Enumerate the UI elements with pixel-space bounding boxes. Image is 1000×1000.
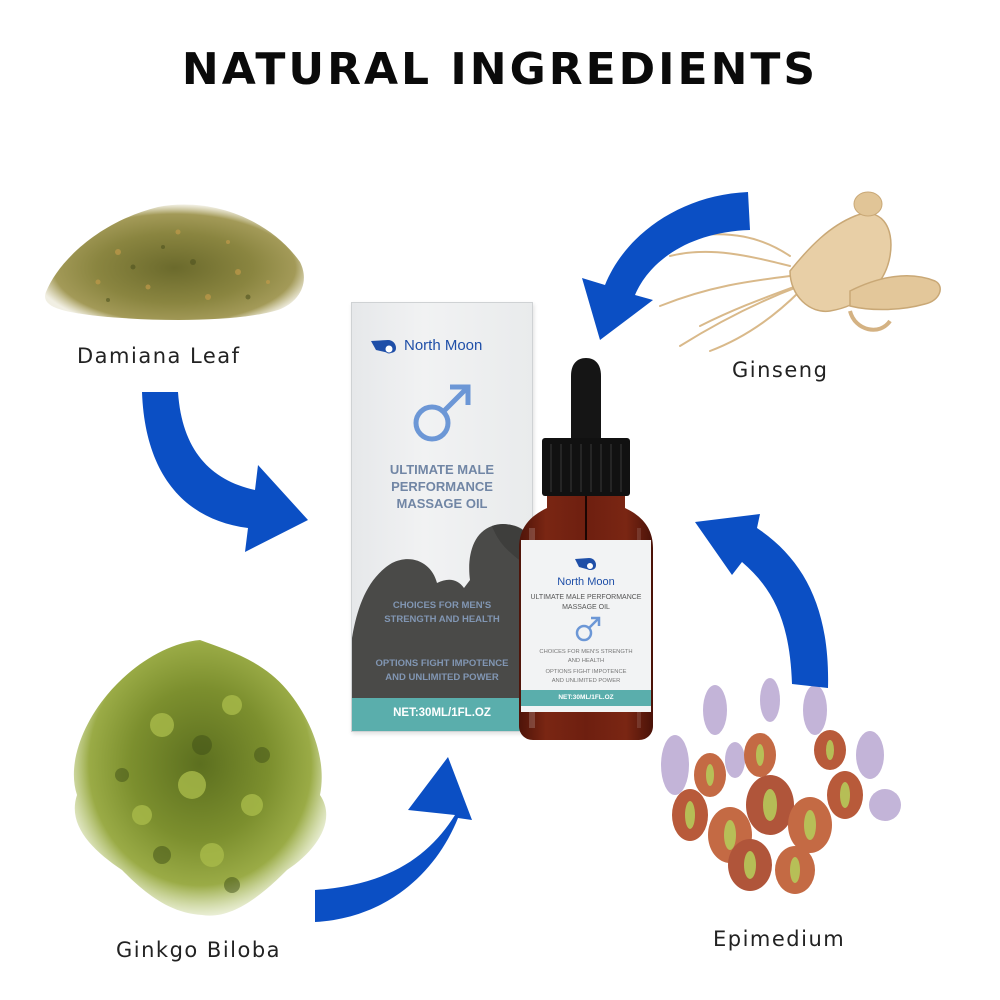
cannon-logo-icon: [371, 339, 396, 353]
bottle-tagline-1: CHOICES FOR MEN'S STRENGTH AND HEALTH: [539, 649, 633, 664]
damiana-leaf-image: [45, 204, 304, 320]
product-box: North Moon ULTIMATE MALE PERFORMANCE MAS…: [351, 302, 533, 732]
male-symbol-icon: [413, 384, 471, 442]
brand-name: North Moon: [404, 337, 483, 354]
box-product-title: ULTIMATE MALE PERFORMANCE MASSAGE OIL: [389, 462, 495, 511]
bottle-tagline-2: OPTIONS FIGHT IMPOTENCE AND UNLIMITED PO…: [545, 669, 627, 684]
arrow-icon: [582, 192, 750, 340]
page-title: NATURAL INGREDIENTS: [181, 44, 819, 95]
male-symbol-icon: [575, 616, 601, 642]
arrow-icon: [315, 757, 472, 922]
product-bottle: North Moon ULTIMATE MALE PERFORMANCE MAS…: [517, 358, 655, 740]
ingredient-label-ginseng: Ginseng: [732, 358, 829, 382]
epimedium-image: [661, 678, 901, 894]
box-tagline-2: OPTIONS FIGHT IMPOTENCE AND UNLIMITED PO…: [375, 658, 509, 683]
box-brand: North Moon: [370, 337, 482, 354]
bottle-product-title: ULTIMATE MALE PERFORMANCE MASSAGE OIL: [530, 594, 642, 611]
ingredient-label-epimedium: Epimedium: [713, 927, 846, 951]
box-net-volume: NET:30ML/1FL.OZ: [352, 698, 532, 731]
ingredient-label-ginkgo: Ginkgo Biloba: [116, 938, 282, 962]
box-tagline-1: CHOICES FOR MEN'S STRENGTH AND HEALTH: [384, 600, 500, 625]
arrow-icon: [695, 514, 829, 688]
ginseng-image: [659, 191, 941, 352]
bottle-net-volume: NET:30ML/1FL.OZ: [521, 690, 651, 706]
bottle-label: North Moon ULTIMATE MALE PERFORMANCE MAS…: [521, 540, 651, 712]
cannon-logo-icon: [575, 558, 596, 570]
bottle-brand: North Moon: [557, 576, 615, 588]
arrow-icon: [142, 392, 308, 552]
ingredient-label-damiana: Damiana Leaf: [77, 344, 241, 368]
ginkgo-biloba-image: [73, 640, 327, 916]
